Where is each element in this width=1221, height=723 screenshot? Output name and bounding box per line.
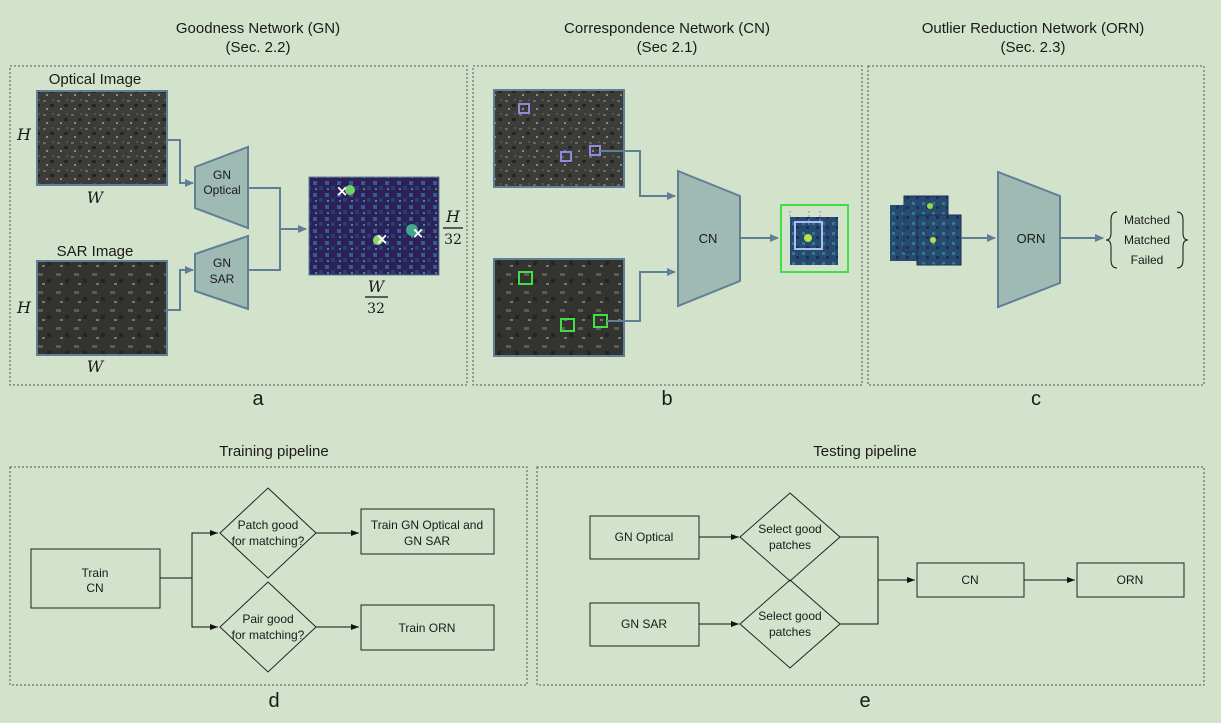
panel-d-frame — [9, 466, 528, 686]
heatmap-hotspot — [345, 185, 355, 195]
optical-image-label: Optical Image — [49, 71, 142, 88]
heatmap-hotspot — [373, 235, 383, 245]
test-gn-optical-label: GN Optical — [615, 530, 674, 544]
gn-optical-network — [194, 145, 249, 230]
sar-width-symbol: W — [87, 357, 105, 376]
orn-output-item: Failed — [1131, 253, 1164, 267]
heatmap-mark: × — [412, 224, 425, 242]
heatmap-width-denominator: 32 — [367, 301, 385, 317]
select-sar-label-1: Select good — [758, 609, 821, 623]
train-gn-label-1: Train GN Optical and — [371, 518, 483, 532]
output-right-brace — [1176, 211, 1189, 269]
caption-b: b — [661, 388, 672, 410]
pair-decision-label-2: for matching? — [232, 628, 305, 642]
orn-label: ORN — [1017, 231, 1046, 246]
panel-c-frame — [867, 65, 1205, 386]
gn-panel-title: Goodness Network (GN) — [176, 20, 340, 37]
score-map-stack — [916, 214, 962, 266]
orn-output-item: Matched — [1124, 233, 1170, 247]
sar-image — [36, 260, 168, 356]
train-cn-to-pair-arrow — [191, 578, 218, 630]
search-window — [794, 221, 823, 250]
pair-decision-diamond — [219, 581, 317, 673]
pair-decision-label-1: Pair good — [242, 612, 293, 626]
test-gn-sar-label: GN SAR — [621, 617, 667, 631]
gn-optical-label-1: GN — [213, 168, 231, 182]
match-result-frame — [780, 204, 849, 273]
optical-height-symbol: H — [16, 125, 32, 144]
cn-panel-section: (Sec 2.1) — [637, 39, 698, 56]
panel-b-frame — [472, 65, 863, 386]
train-orn-box — [360, 604, 495, 651]
patch-decision-diamond — [219, 487, 317, 579]
panel-a-frame — [9, 65, 468, 386]
optical-patch-box — [518, 103, 530, 114]
goodness-heatmap — [308, 176, 440, 276]
optical-width-symbol: W — [87, 188, 105, 207]
select-sar-label-2: patches — [769, 625, 811, 639]
sar-image — [493, 258, 625, 357]
score-peak — [930, 237, 936, 243]
caption-e: e — [859, 690, 870, 712]
training-pipeline-title: Training pipeline — [219, 443, 329, 460]
select-optical-diamond — [739, 492, 841, 582]
select-optical-label-1: Select good — [758, 522, 821, 536]
optical-image — [36, 90, 168, 186]
panel-e-frame — [536, 466, 1205, 686]
train-gn-label-2: GN SAR — [404, 534, 450, 548]
cn-label: CN — [699, 231, 718, 246]
gn-merge-line — [248, 187, 281, 271]
gn-sar-network — [194, 234, 249, 311]
heatmap-hotspot — [406, 224, 418, 236]
sar-patch-box — [518, 271, 533, 285]
train-cn-label-1: Train — [82, 566, 109, 580]
train-gn-box — [360, 508, 495, 555]
gn-sar-label-2: SAR — [210, 272, 235, 286]
heatmap-mark: × — [336, 182, 349, 200]
cn-panel-title: Correspondence Network (CN) — [564, 20, 770, 37]
sar-patch-box — [560, 318, 575, 332]
patch-decision-label-1: Patch good — [238, 518, 299, 532]
heatmap-height-denominator: 32 — [444, 232, 462, 248]
optical-patch-box — [560, 151, 572, 162]
heatmap-height-numerator: H — [445, 207, 461, 226]
gn-optical-label-2: Optical — [203, 183, 240, 197]
caption-d: d — [268, 690, 279, 712]
output-left-brace — [1105, 211, 1118, 269]
sar-to-cn-arrow — [607, 268, 676, 322]
optical-to-gn-arrow — [167, 139, 194, 187]
train-cn-to-patch-arrow — [160, 530, 218, 579]
orn-panel-section: (Sec. 2.3) — [1000, 39, 1065, 56]
test-orn-label: ORN — [1117, 573, 1144, 587]
sar-image-label: SAR Image — [57, 243, 134, 260]
train-orn-label: Train ORN — [399, 621, 456, 635]
select-optical-label-2: patches — [769, 538, 811, 552]
testing-pipeline-title: Testing pipeline — [813, 443, 916, 460]
sar-to-gn-arrow — [167, 266, 194, 311]
gn-panel-section: (Sec. 2.2) — [225, 39, 290, 56]
correspondence-heatmap — [790, 217, 838, 265]
heatmap-peak — [804, 234, 812, 242]
sar-height-symbol: H — [16, 298, 32, 317]
orn-network — [997, 170, 1061, 309]
select-merge-line — [840, 536, 879, 625]
gn-sar-label-1: GN — [213, 256, 231, 270]
caption-a: a — [252, 388, 264, 410]
orn-output-item: Matched — [1124, 213, 1170, 227]
optical-to-cn-arrow — [600, 150, 676, 200]
caption-c: c — [1031, 388, 1041, 410]
heatmap-width-numerator: W — [368, 277, 386, 296]
select-sar-diamond — [739, 579, 841, 669]
orn-panel-title: Outlier Reduction Network (ORN) — [922, 20, 1145, 37]
heatmap-mark: × — [376, 230, 389, 248]
test-cn-label: CN — [961, 573, 978, 587]
test-orn-box — [1076, 562, 1185, 598]
train-cn-label-2: CN — [86, 581, 103, 595]
optical-image — [493, 89, 625, 188]
cn-network — [677, 169, 741, 308]
score-peak — [927, 203, 933, 209]
patch-decision-label-2: for matching? — [232, 534, 305, 548]
